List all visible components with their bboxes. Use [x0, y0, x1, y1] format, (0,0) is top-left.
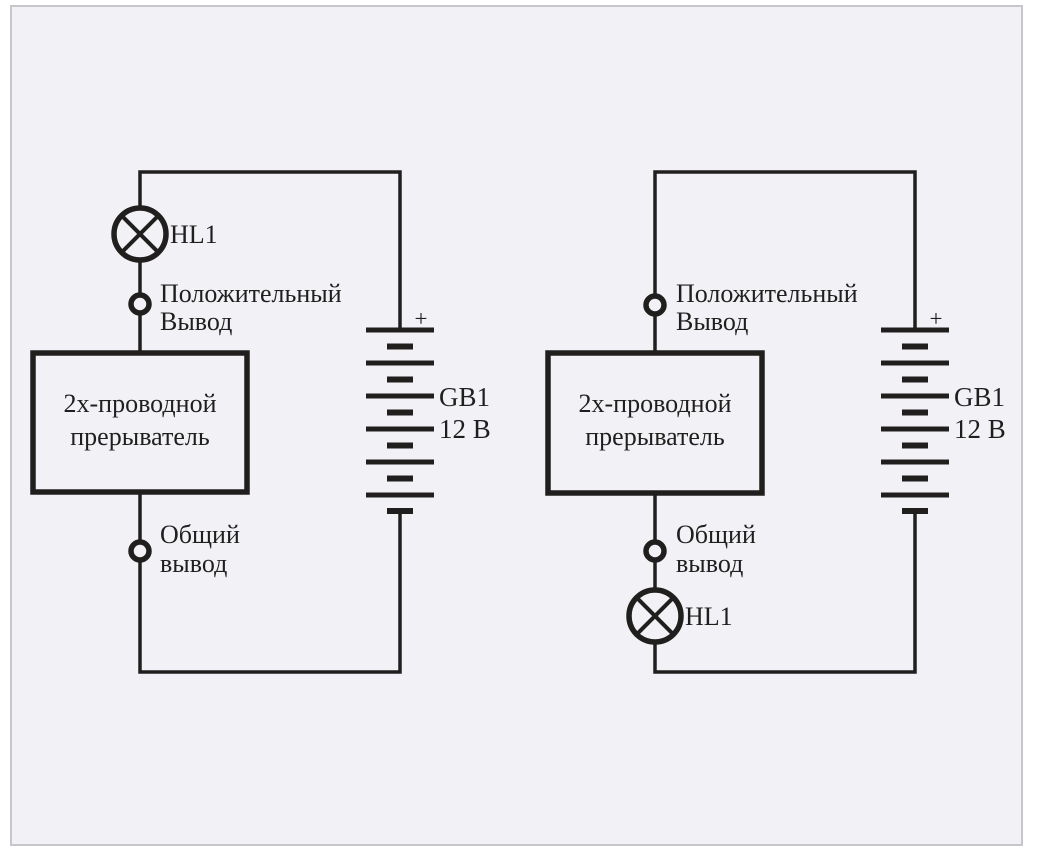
battery-voltage: 12 В: [439, 414, 491, 444]
battery-icon: [366, 327, 434, 514]
breaker-label-line2: прерыватель: [585, 422, 725, 451]
wire-bottom-loop: [138, 513, 402, 674]
lamp-icon: [626, 587, 684, 645]
lamp-label: HL1: [170, 220, 218, 249]
battery-plus-sign: +: [415, 306, 428, 331]
positive-terminal-label-line1: Положительный: [160, 279, 342, 308]
breaker-box: [545, 350, 765, 496]
wire-top-loop: [138, 170, 402, 332]
battery-icon: [881, 327, 949, 514]
common-terminal-icon: [643, 539, 667, 563]
positive-terminal-label-line2: Вывод: [160, 307, 232, 336]
common-terminal-icon: [128, 539, 152, 563]
positive-terminal-icon: [128, 292, 152, 316]
breaker-box: [30, 350, 250, 495]
lamp-label: HL1: [685, 602, 733, 631]
wire-top-loop: [653, 170, 917, 332]
breaker-label-line1: 2х-проводной: [64, 389, 217, 418]
breaker-label-line2: прерыватель: [70, 422, 210, 451]
common-terminal-label-line1: Общий: [160, 520, 240, 549]
positive-terminal-icon: [643, 293, 667, 317]
battery-designator: GB1: [439, 382, 490, 412]
positive-terminal-label-line1: Положительный: [676, 279, 858, 308]
breaker-label-line1: 2х-проводной: [579, 389, 732, 418]
positive-terminal-label-line2: Вывод: [676, 307, 748, 336]
common-terminal-label-line2: вывод: [676, 549, 743, 578]
lamp-icon: [111, 205, 169, 263]
battery-voltage: 12 В: [954, 414, 1006, 444]
common-terminal-label-line2: вывод: [160, 549, 227, 578]
circuit-lamp-on-common-lead: 2х-проводной прерыватель Положительный В…: [545, 170, 1006, 674]
battery-plus-sign: +: [930, 306, 943, 331]
wire-bottom-loop: [653, 513, 917, 674]
circuit-lamp-on-positive-lead: 2х-проводной прерыватель HL1 Положительн…: [30, 170, 491, 674]
common-terminal-label-line1: Общий: [676, 520, 756, 549]
battery-designator: GB1: [954, 382, 1005, 412]
